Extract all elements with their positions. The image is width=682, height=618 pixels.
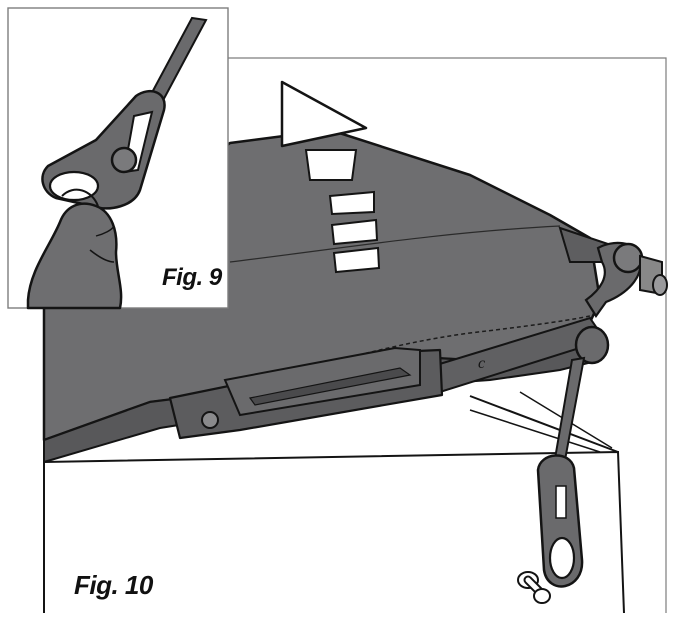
clamp-handle <box>168 346 444 440</box>
fig10-frame <box>228 57 667 613</box>
truck-bed-box <box>43 395 625 614</box>
cover-seam <box>229 315 591 391</box>
label-1 <box>304 149 358 181</box>
hand <box>26 202 123 310</box>
cover-crease <box>229 225 561 263</box>
rail-mark: c <box>478 355 485 372</box>
fig10-caption: Fig. 10 <box>74 570 153 600</box>
label-3 <box>330 218 379 246</box>
warning-triangle <box>280 80 368 148</box>
hanging-strap <box>536 356 586 588</box>
hinge-bracket <box>558 226 668 365</box>
label-4 <box>332 246 381 274</box>
label-2 <box>328 190 375 216</box>
fig9-caption: Fig. 9 <box>162 264 222 291</box>
fig9-inset <box>7 7 229 310</box>
loose-pin <box>517 571 551 604</box>
